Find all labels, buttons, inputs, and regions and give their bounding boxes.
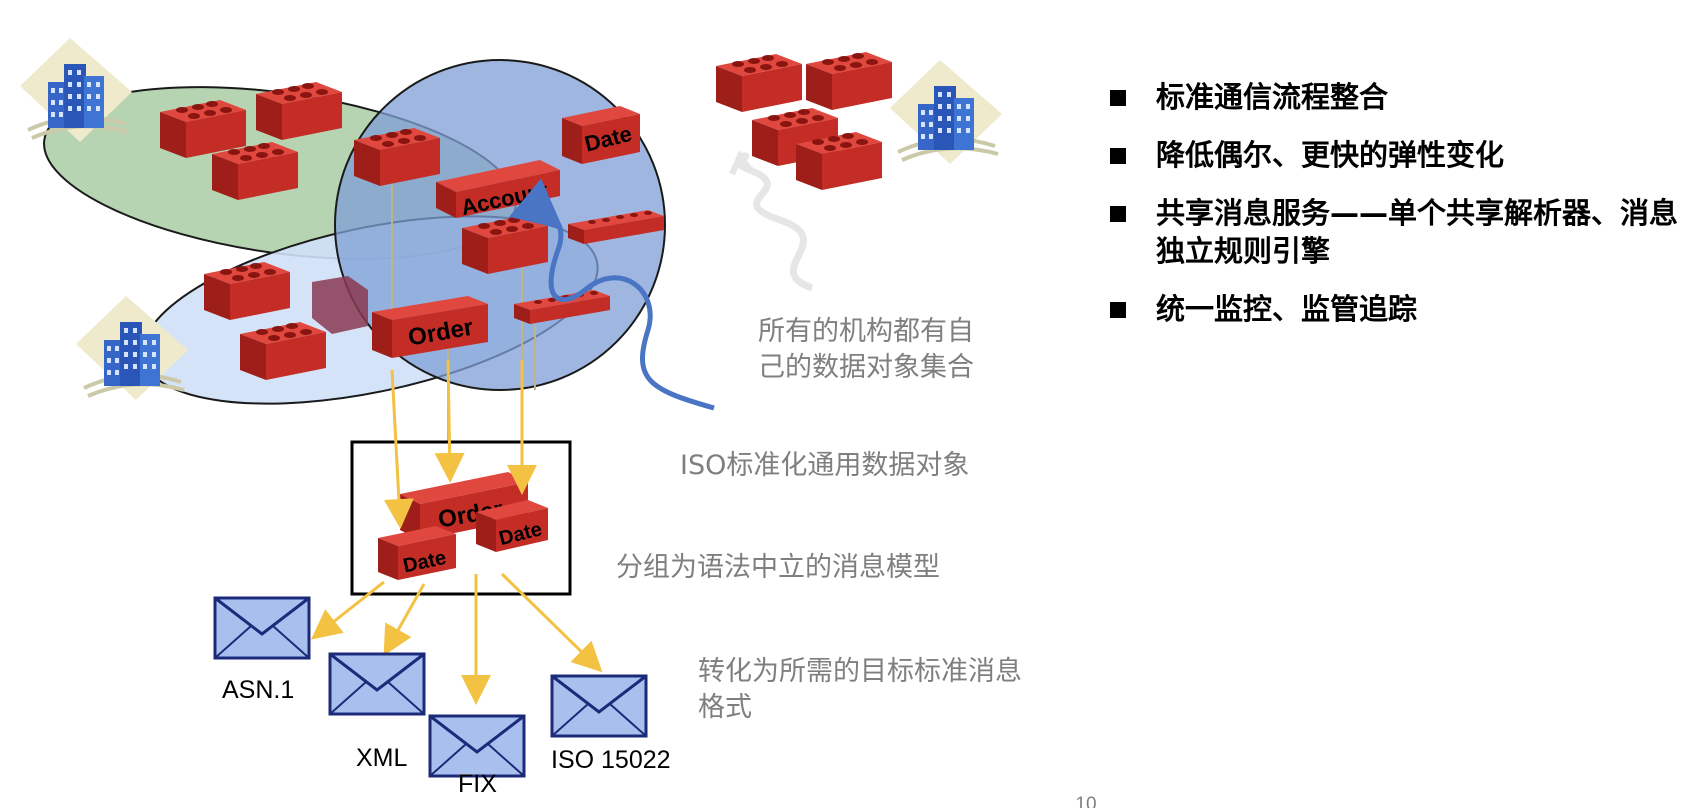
benefit-text: 标准通信流程整合 xyxy=(1156,80,1389,114)
benefit-item: 共享消息服务——单个共享解析器、消息独立规则引擎 xyxy=(1110,194,1700,270)
caption-own-objects: 所有的机构都有自 己的数据对象集合 xyxy=(758,314,974,386)
format-label-iso15022: ISO 15022 xyxy=(551,746,671,774)
arrow xyxy=(383,583,426,656)
envelope-icon xyxy=(328,652,426,716)
order-brick: Order xyxy=(372,296,488,358)
date-brick: Date xyxy=(562,106,640,164)
blue-curve-arrow xyxy=(509,178,715,411)
benefit-item: 降低偶尔、更快的弹性变化 xyxy=(1110,136,1700,174)
format-label-xml: XML xyxy=(356,744,408,772)
benefit-text: 统一监控、监管追踪 xyxy=(1156,292,1418,326)
envelope-icon xyxy=(428,714,526,778)
arrow xyxy=(310,580,385,640)
arrow xyxy=(383,369,414,529)
benefit-text: 共享消息服务——单个共享解析器、消息独立规则引擎 xyxy=(1156,196,1679,268)
bullet-square-icon xyxy=(1110,148,1126,164)
building-icon xyxy=(888,58,1004,166)
caption-line: 所有的机构都有自 xyxy=(758,316,974,347)
brick xyxy=(806,52,892,110)
arrow xyxy=(500,572,603,673)
bullet-square-icon xyxy=(1110,90,1126,106)
envelope-icon xyxy=(213,596,311,660)
brick xyxy=(716,54,802,112)
benefit-text: 降低偶尔、更快的弹性变化 xyxy=(1156,138,1505,172)
format-label-asn1: ASN.1 xyxy=(222,676,295,704)
bullet-square-icon xyxy=(1110,206,1126,222)
translucent-brick xyxy=(312,276,368,334)
caption-iso-objects: ISO标准化通用数据对象 xyxy=(680,450,970,481)
benefit-list: 标准通信流程整合 降低偶尔、更快的弹性变化 共享消息服务——单个共享解析器、消息… xyxy=(1110,78,1700,348)
format-label-fix: FIX xyxy=(458,770,497,798)
envelope-icon xyxy=(550,674,648,738)
caption-line: 己的数据对象集合 xyxy=(758,352,974,383)
caption-transform: 转化为所需的目标标准消息 格式 xyxy=(698,654,1022,726)
caption-grouped: 分组为语法中立的消息模型 xyxy=(616,552,940,583)
benefit-item: 统一监控、监管追踪 xyxy=(1110,290,1700,328)
arrow xyxy=(434,359,465,483)
bullet-square-icon xyxy=(1110,302,1126,318)
benefit-item: 标准通信流程整合 xyxy=(1110,78,1700,116)
caption-line: 转化为所需的目标标准消息 xyxy=(698,656,1022,687)
page-number: 10 xyxy=(1075,794,1096,808)
caption-line: 格式 xyxy=(698,692,752,723)
